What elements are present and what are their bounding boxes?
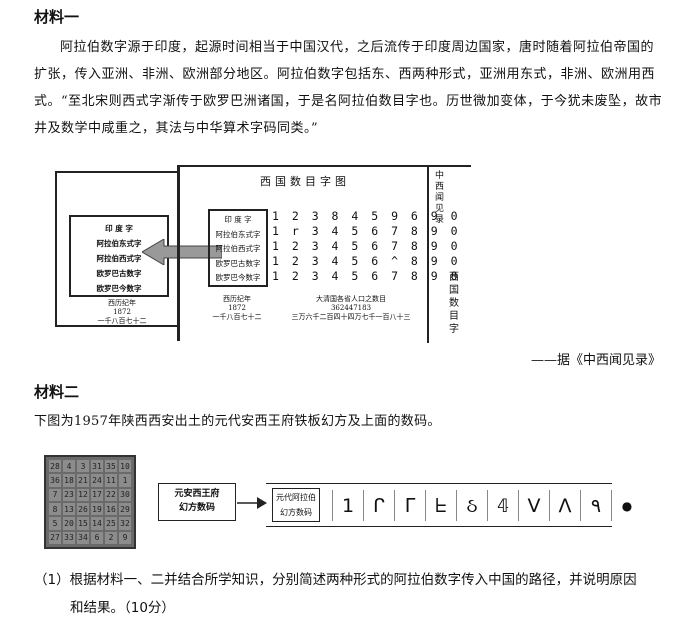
right-caption: 西历纪年 1872 一千八百七十二 (212, 295, 262, 321)
plate-cell: 2 (105, 531, 117, 544)
numeral-row: 1 r 3 4 5 6 7 8 9 0 (272, 224, 461, 238)
plate-cell: 27 (49, 531, 61, 544)
right-label: 阿拉伯东式字 (215, 229, 261, 239)
material1-paragraph: 阿拉伯数字源于印度，起源时间相当于中国汉代，之后流传于印度周边国家，唐时随着阿拉… (34, 40, 663, 136)
plate-cell: 15 (77, 517, 89, 530)
plate-cell: 28 (49, 460, 61, 473)
magic-digit: ᒋ (363, 490, 394, 521)
plate-cell: 34 (77, 531, 89, 544)
plate-cell: 32 (119, 517, 131, 530)
population-caption: 大清国各省人口之数目 362447183 三万六千二百四十四万七千一百八十三 (291, 295, 411, 321)
plate-cell: 12 (77, 488, 89, 501)
table-title: 西国数目字图 (260, 175, 350, 188)
plate-cell: 20 (63, 517, 75, 530)
spine-subtitle: 西国数目字 (449, 272, 459, 335)
numeral-rows: 1 2 3 8 4 5 9 6 9 0 1 r 3 4 5 6 7 8 9 0 … (272, 209, 461, 284)
plate-cell: 13 (63, 502, 75, 516)
book-spine: 中西闻见录 西国数目字 (427, 167, 474, 343)
magic-digit: V (518, 490, 549, 521)
plate-cell: 4 (63, 460, 75, 473)
plate-cell: 10 (119, 460, 131, 473)
material1-heading: 材料一 (34, 8, 80, 26)
numeral-row: 1 2 3 4 5 6 7 8 9 0 (272, 269, 461, 283)
plate-cell: 5 (49, 517, 61, 530)
magic-digit: ઠ (456, 490, 487, 521)
numeral-row: 1 2 3 8 4 5 9 6 9 0 (272, 209, 461, 223)
left-label: 阿拉伯西式字 (96, 254, 142, 263)
right-label: 欧罗巴古数字 (215, 258, 261, 268)
plate-cell: 33 (63, 531, 75, 544)
plate-cell: 17 (91, 488, 103, 501)
plate-cell: 9 (119, 531, 131, 544)
plate-cell: 35 (105, 460, 117, 473)
magic-digit: 1 (332, 490, 363, 521)
yuan-label: 元安西王府 幻方数码 (158, 483, 236, 521)
question-line1: （1）根据材料一、二并结合所学知识，分别简述两种形式的阿拉伯数字传入中国的路径，… (34, 572, 637, 588)
plate-cell: 6 (91, 531, 103, 544)
spine-title: 中西闻见录 (435, 171, 445, 225)
right-label: 欧罗巴今数字 (215, 273, 261, 282)
plate-cell: 26 (77, 502, 89, 516)
material2-intro: 下图为1957年陕西西安出土的元代安西王府铁板幻方及上面的数码。 (34, 414, 441, 429)
magic-digit: 𝟜 (487, 490, 518, 521)
material1-source: ——据《中西闻见录》 (530, 353, 661, 368)
plate-cell: 25 (105, 517, 117, 530)
plate-cell: 14 (91, 517, 103, 530)
left-label: 印 度 字 (105, 224, 133, 233)
question-block: （1）根据材料一、二并结合所学知识，分别简述两种形式的阿拉伯数字传入中国的路径，… (34, 566, 664, 622)
left-label: 欧罗巴古数字 (96, 269, 142, 278)
left-label: 欧罗巴今数字 (96, 284, 142, 293)
arrow-left-icon (142, 239, 222, 265)
plate-cell: 22 (105, 488, 117, 501)
left-label: 阿拉伯东式字 (96, 239, 142, 248)
plate-cell: 1 (119, 474, 131, 487)
plate-cell: 7 (49, 488, 61, 501)
magic-digit: ᒥ (394, 490, 425, 521)
magic-digit: ● (611, 490, 642, 521)
material2-heading: 材料二 (34, 383, 80, 401)
arabic-label: 元代阿拉伯 幻方数码 (272, 488, 320, 522)
plate-cell: 36 (49, 474, 61, 487)
plate-cell: 16 (105, 502, 117, 516)
question-line2: 和结果。（10分） (70, 600, 175, 616)
magic-digit: Λ (549, 490, 580, 521)
arrow-right-icon (237, 497, 267, 509)
magic-digit: ٩ (580, 490, 611, 521)
right-label: 阿拉伯西式字 (215, 244, 261, 253)
left-caption: 西历纪年 1872 一千八百七十二 (97, 299, 147, 325)
plate-cell: 11 (105, 474, 117, 487)
plate-cell: 3 (77, 460, 89, 473)
numeral-comparison-figure: 印 度 字 阿拉伯东式字 阿拉伯西式字 欧罗巴古数字 欧罗巴今数字 西历纪年 1… (50, 165, 476, 345)
numeral-row: 1 2 3 4 5 6 7 8 9 0 (272, 239, 461, 253)
magic-digit: ᖶ (425, 490, 456, 521)
plate-cell: 30 (119, 488, 131, 501)
plate-cell: 19 (91, 502, 103, 516)
plate-cell: 31 (91, 460, 103, 473)
plate-cell: 29 (119, 502, 131, 516)
plate-cell: 18 (63, 474, 75, 487)
plate-cell: 21 (77, 474, 89, 487)
numeral-row: 1 2 3 4 5 6 ^ 8 9 0 (272, 254, 461, 268)
right-book-page: 西国数目字图 印 度 字 阿拉伯东式字 阿拉伯西式字 欧罗巴古数字 欧罗巴今数字… (177, 165, 474, 343)
right-label: 印 度 字 (224, 215, 252, 224)
right-label-box: 印 度 字 阿拉伯东式字 阿拉伯西式字 欧罗巴古数字 欧罗巴今数字 (208, 209, 268, 287)
plate-cell: 8 (49, 502, 61, 516)
plate-cell: 24 (91, 474, 103, 487)
plate-cell: 23 (63, 488, 75, 501)
